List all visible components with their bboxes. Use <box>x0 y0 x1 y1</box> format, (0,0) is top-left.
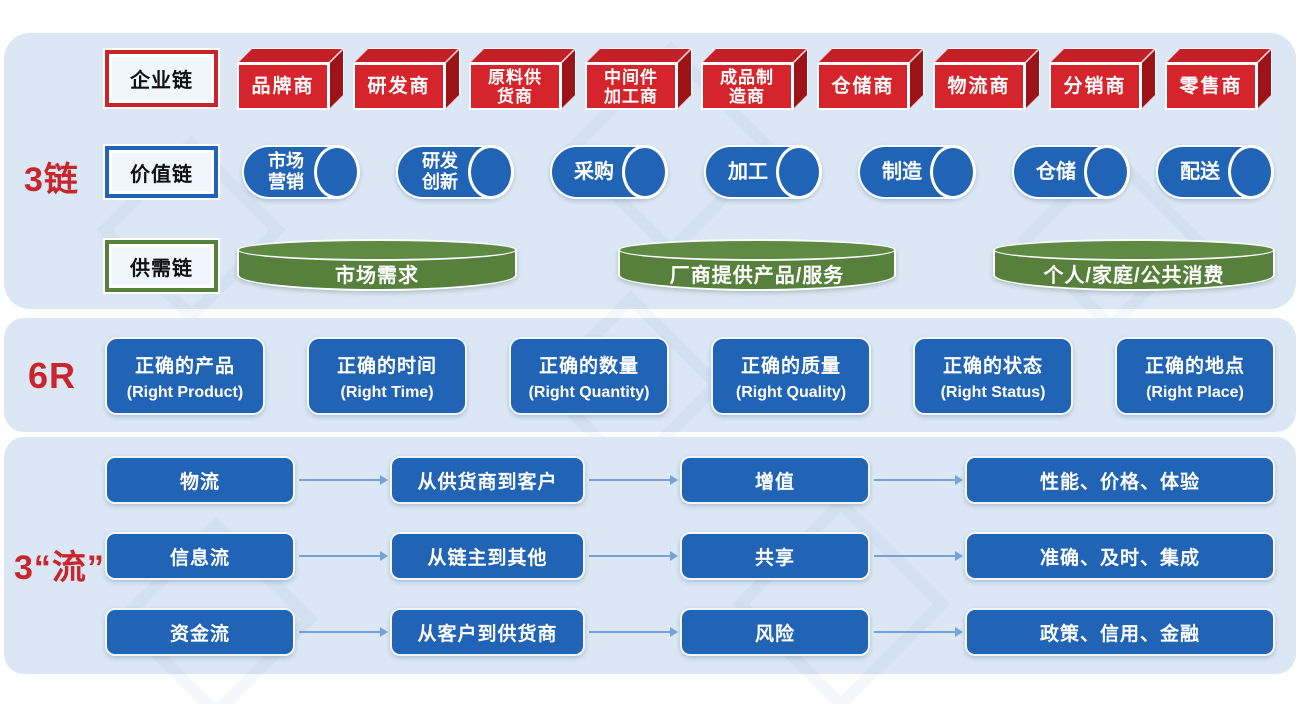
six-r-card-place: 正确的地点 (Right Place) <box>1115 337 1275 415</box>
box-top-face <box>469 48 576 63</box>
flow-box-performance-price-experience: 性能、价格、体验 <box>965 456 1275 504</box>
flow-arrow <box>299 475 388 485</box>
box-top-face <box>933 48 1040 63</box>
flow-box-accurate-timely-integrated: 准确、及时、集成 <box>965 532 1275 580</box>
six-r-card-time: 正确的时间 (Right Time) <box>307 337 467 415</box>
value-cylinder-marketing: 市场营销 <box>242 145 360 199</box>
cylinder-end-cap <box>930 145 976 199</box>
enterprise-box-retailer: 零售商 <box>1165 48 1272 110</box>
flow-arrow <box>299 551 388 561</box>
flow-arrow <box>589 475 678 485</box>
enterprise-box-logistics: 物流商 <box>933 48 1040 110</box>
box-top-face <box>1049 48 1156 63</box>
six-r-card-quantity: 正确的数量 (Right Quantity) <box>509 337 669 415</box>
enterprise-box-warehouse: 仓储商 <box>817 48 924 110</box>
box-front-face: 成品制造商 <box>701 63 793 110</box>
flow-box-information: 信息流 <box>105 532 295 580</box>
flow-arrow <box>874 551 963 561</box>
disk-top-ellipse <box>618 239 896 261</box>
six-r-card-quality: 正确的质量 (Right Quality) <box>711 337 871 415</box>
value-cylinder-manufacturing: 制造 <box>858 145 976 199</box>
box-front-face: 中间件加工商 <box>585 63 677 110</box>
enterprise-box-intermediate: 中间件加工商 <box>585 48 692 110</box>
cylinder-end-cap <box>468 145 514 199</box>
legend-value-chain: 价值链 <box>105 146 218 198</box>
flow-box-chain-leader-to-others: 从链主到其他 <box>390 532 585 580</box>
box-front-face: 原料供货商 <box>469 63 561 110</box>
box-front-face: 品牌商 <box>237 63 329 110</box>
value-cylinder-processing: 加工 <box>704 145 822 199</box>
cylinder-end-cap <box>776 145 822 199</box>
box-top-face <box>701 48 808 63</box>
flow-box-customer-to-supplier: 从客户到供货商 <box>390 608 585 656</box>
box-front-face: 仓储商 <box>817 63 909 110</box>
enterprise-box-manufacturer: 成品制造商 <box>701 48 808 110</box>
supply-demand-disk-consumption: 个人/家庭/公共消费 <box>993 239 1275 291</box>
enterprise-box-rd: 研发商 <box>353 48 460 110</box>
cylinder-end-cap <box>622 145 668 199</box>
box-front-face: 物流商 <box>933 63 1025 110</box>
value-cylinder-procurement: 采购 <box>550 145 668 199</box>
supply-demand-disk-products-services: 厂商提供产品/服务 <box>618 239 896 291</box>
cylinder-end-cap <box>1084 145 1130 199</box>
flow-box-supplier-to-customer: 从供货商到客户 <box>390 456 585 504</box>
value-cylinder-warehousing: 仓储 <box>1012 145 1130 199</box>
box-top-face <box>1165 48 1272 63</box>
six-r-card-product: 正确的产品 (Right Product) <box>105 337 265 415</box>
disk-top-ellipse <box>237 239 517 261</box>
box-front-face: 研发商 <box>353 63 445 110</box>
value-cylinder-delivery: 配送 <box>1156 145 1274 199</box>
disk-top-ellipse <box>993 239 1275 261</box>
watermark-diamond <box>732 495 950 704</box>
legend-enterprise-chain: 企业链 <box>105 50 218 107</box>
flow-arrow <box>299 627 388 637</box>
flow-arrow <box>874 475 963 485</box>
legend-supply-demand-chain: 供需链 <box>105 240 218 292</box>
flow-arrow <box>589 627 678 637</box>
box-top-face <box>353 48 460 63</box>
cylinder-end-cap <box>314 145 360 199</box>
section-label-6r: 6R <box>28 355 77 396</box>
flow-arrow <box>589 551 678 561</box>
enterprise-box-raw-material: 原料供货商 <box>469 48 576 110</box>
box-front-face: 分销商 <box>1049 63 1141 110</box>
legend-supply-demand-chain-label: 供需链 <box>130 257 193 280</box>
flow-box-sharing: 共享 <box>680 532 870 580</box>
flow-arrow <box>874 627 963 637</box>
box-front-face: 零售商 <box>1165 63 1257 110</box>
flow-box-policy-credit-finance: 政策、信用、金融 <box>965 608 1275 656</box>
six-r-card-status: 正确的状态 (Right Status) <box>913 337 1073 415</box>
box-top-face <box>817 48 924 63</box>
cylinder-end-cap <box>1228 145 1274 199</box>
flow-box-capital: 资金流 <box>105 608 295 656</box>
enterprise-box-brand: 品牌商 <box>237 48 344 110</box>
section-label-3-flows: 3“流” <box>14 549 105 587</box>
legend-enterprise-chain-label: 企业链 <box>130 70 193 92</box>
flow-box-risk: 风险 <box>680 608 870 656</box>
enterprise-box-distributor: 分销商 <box>1049 48 1156 110</box>
value-cylinder-rd-innovation: 研发创新 <box>396 145 514 199</box>
section-label-3-chains: 3链 <box>24 161 79 199</box>
box-top-face <box>585 48 692 63</box>
supply-demand-disk-market-demand: 市场需求 <box>237 239 517 291</box>
legend-value-chain-label: 价值链 <box>130 163 193 186</box>
flow-box-value-add: 增值 <box>680 456 870 504</box>
box-top-face <box>237 48 344 63</box>
flow-box-logistics: 物流 <box>105 456 295 504</box>
